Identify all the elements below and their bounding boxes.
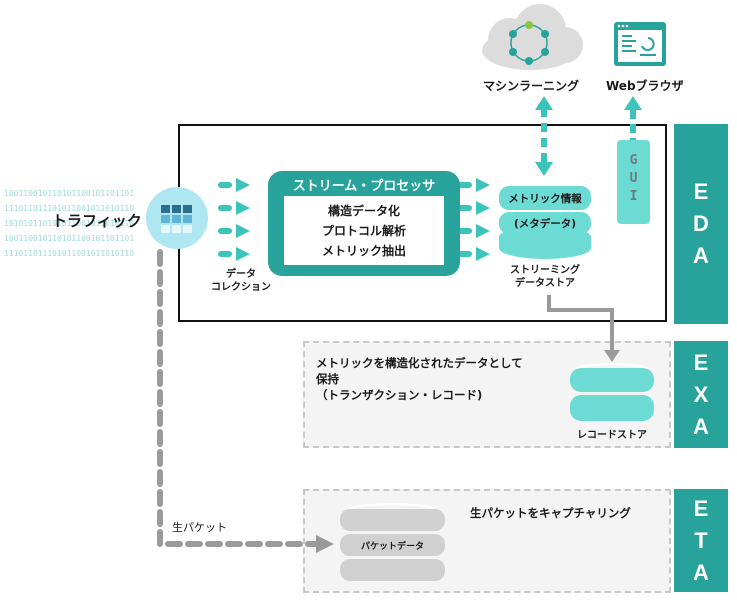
data-collection-label: データ コレクション	[205, 268, 277, 294]
binary-line: 111011011101011001011010110	[4, 204, 135, 213]
gui-box: G U I	[617, 140, 650, 224]
packet-data-store-icon	[340, 503, 445, 581]
exa-zone	[303, 341, 671, 448]
gui-letter: I	[629, 189, 638, 204]
browser-arrow	[624, 96, 642, 140]
machine-learning-cloud-icon	[482, 4, 583, 70]
streaming-datastore-label: ストリーミング データストア	[495, 264, 595, 290]
exa-line2: 保持	[316, 372, 339, 386]
letter: A	[693, 559, 709, 585]
letter: A	[693, 413, 709, 439]
collection-line1: データ	[226, 269, 256, 280]
binary-line: 101010110101011001011010110	[4, 219, 135, 228]
letter: E	[693, 349, 709, 375]
web-browser-icon	[614, 22, 666, 66]
binary-line: 100110010110101100101101101	[4, 189, 135, 198]
letter: A	[693, 243, 709, 268]
streaming-datastore-icon	[499, 179, 591, 259]
packet-data-label: パケットデータ	[360, 542, 424, 552]
collection-arrows	[218, 178, 250, 261]
exa-line1: メトリックを構造化されたデータとして	[316, 356, 523, 370]
raw-packet-arrowhead	[316, 535, 334, 553]
letter: X	[693, 381, 709, 407]
letter: D	[693, 211, 709, 236]
function-item: 構造データ化	[327, 203, 400, 218]
exa-line3: （トランザクション・レコード)	[316, 388, 483, 402]
letter: E	[693, 495, 709, 521]
streaming-store-line2: データストア	[515, 278, 575, 289]
stream-processor: ストリーム・プロセッサ 構造データ化 プロトコル解析 メトリック抽出	[268, 171, 460, 276]
ml-bidirectional-arrow	[535, 96, 553, 176]
gui-letter: U	[629, 171, 638, 186]
binary-line: 111011011101011001011010110	[4, 249, 135, 258]
machine-learning-label: マシンラーニング	[483, 79, 580, 93]
binary-line: 100110010110101100101101101	[4, 234, 135, 243]
exa-description: メトリックを構造化されたデータとして 保持 （トランザクション・レコード)	[316, 355, 523, 403]
traffic-icon	[146, 187, 208, 249]
record-store-label: レコードストア	[577, 430, 647, 441]
web-browser-label: Webブラウザ	[606, 79, 684, 93]
side-label-eta: E T A	[674, 489, 728, 592]
traffic-label: トラフィック	[52, 212, 142, 230]
letter: E	[693, 179, 709, 204]
metadata-label: (メタデータ)	[513, 218, 577, 230]
raw-packet-label: 生パケット	[172, 521, 227, 534]
stream-processor-title: ストリーム・プロセッサ	[292, 179, 436, 194]
letter: T	[694, 527, 708, 553]
function-item: プロトコル解析	[321, 223, 406, 238]
store-transfer-path	[547, 295, 614, 352]
output-arrows	[458, 178, 490, 261]
raw-packet-path	[157, 249, 321, 547]
gui-letter: G	[629, 153, 638, 168]
eta-title: 生パケットをキャプチャリング	[470, 506, 631, 520]
function-item: メトリック抽出	[321, 243, 406, 258]
side-label-eda: E D A	[674, 124, 728, 324]
side-label-exa: E X A	[674, 341, 728, 448]
stream-processor-functions: 構造データ化 プロトコル解析 メトリック抽出	[284, 196, 444, 265]
collection-line2: コレクション	[211, 282, 271, 293]
streaming-store-line1: ストリーミング	[510, 265, 580, 276]
store-transfer-arrowhead	[604, 350, 620, 362]
record-store-icon	[570, 363, 654, 421]
metric-info-label: メトリック情報	[508, 193, 582, 205]
